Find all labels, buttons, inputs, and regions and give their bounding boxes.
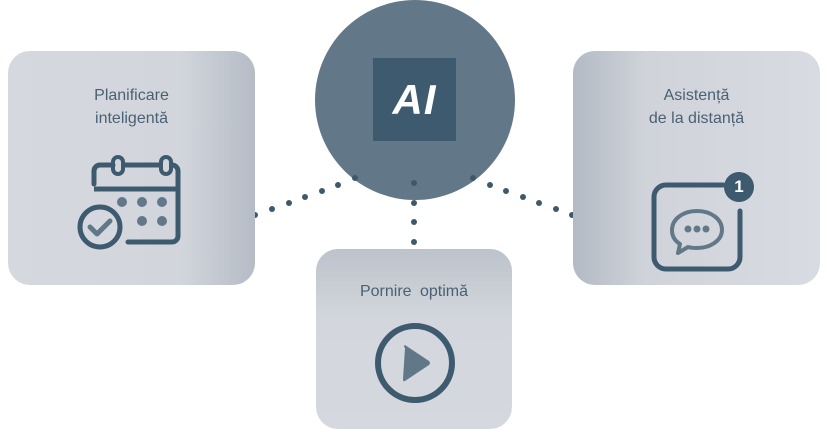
connector-dot [520, 194, 526, 200]
ai-label: AI [392, 75, 437, 123]
title-line: Asistență [663, 87, 730, 104]
connector-dot [470, 175, 476, 181]
connector-dot [335, 182, 341, 188]
connector-dot [352, 175, 358, 181]
connector-dot [411, 200, 417, 206]
connector-dot [411, 219, 417, 225]
play-circle-icon [375, 323, 455, 403]
connector-dot [411, 239, 417, 245]
card-optimal-start: Pornire optimă [316, 249, 512, 429]
connector-dot [487, 182, 493, 188]
connector-dot [553, 206, 559, 212]
title-line: de la distanță [648, 110, 745, 127]
card-title: Pornire optimă [359, 283, 469, 300]
notification-badge: 1 [734, 177, 744, 196]
ai-hub: AI [315, 0, 515, 200]
connector-dot [411, 180, 417, 186]
card-smart-planning: Planificare inteligentă [8, 51, 255, 285]
connector-dot [286, 200, 292, 206]
connector-dot [569, 212, 575, 218]
connector-dot [302, 194, 308, 200]
card-title: Asistență de la distanță [573, 84, 820, 130]
connector-dot [536, 200, 542, 206]
connector-dot [252, 212, 258, 218]
ai-logo: AI [373, 58, 456, 141]
card-title: Planificare inteligentă [8, 84, 255, 130]
card-remote-assistance: Asistență de la distanță 1 [573, 51, 820, 285]
calendar-check-icon [77, 155, 181, 250]
title-line: inteligentă [95, 110, 168, 127]
chat-notification-icon [651, 172, 754, 272]
title-line: Planificare [94, 87, 169, 104]
connector-dot [269, 206, 275, 212]
connector-dot [503, 188, 509, 194]
connector-dot [319, 188, 325, 194]
